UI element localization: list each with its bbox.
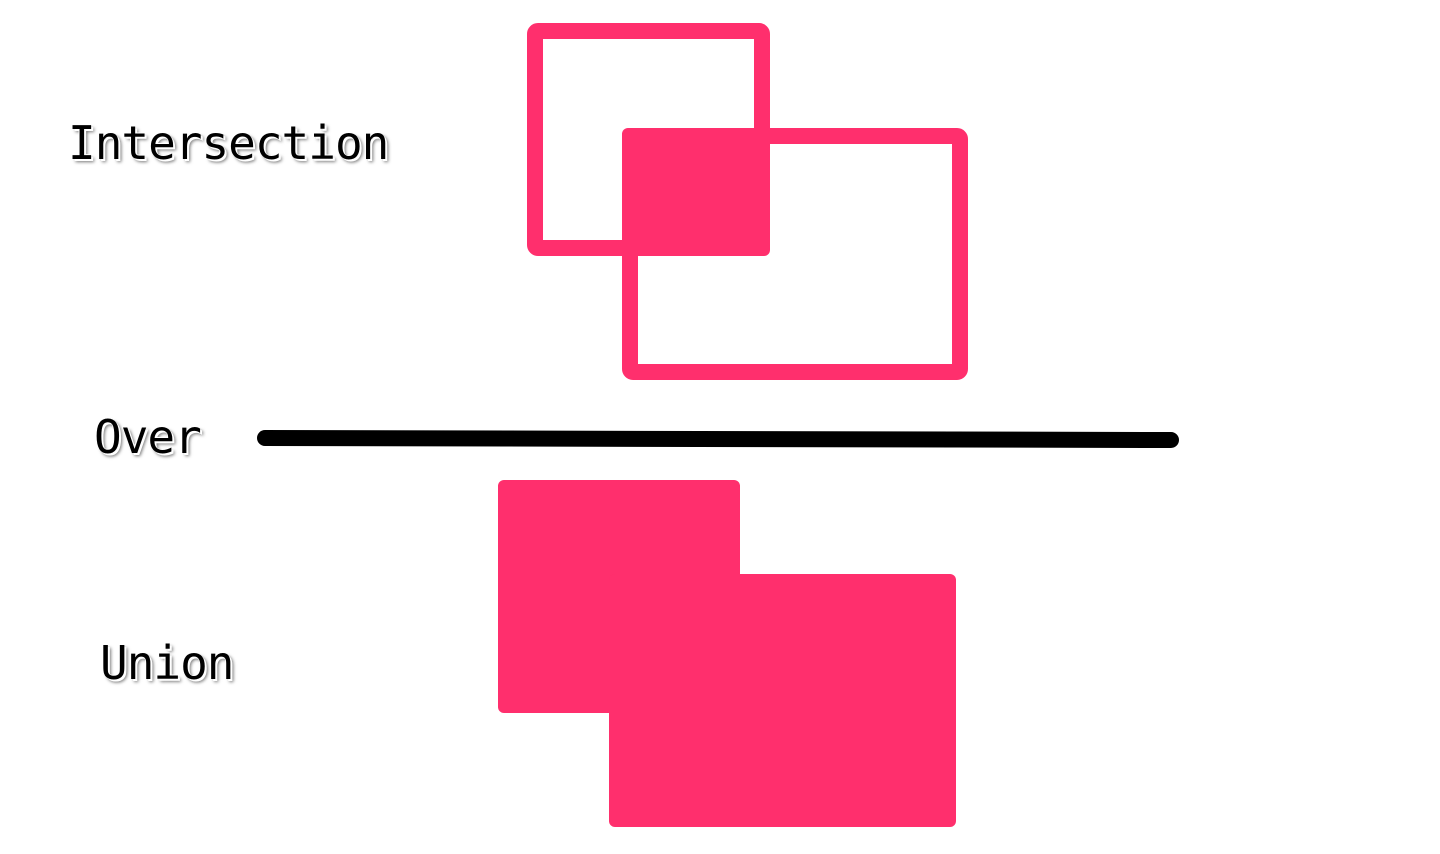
- union-label: Union: [100, 636, 234, 690]
- intersection-label: Intersection: [68, 116, 389, 170]
- intersection-rect-outline: [622, 128, 968, 380]
- over-label: Over: [94, 410, 202, 464]
- union-rect: [609, 574, 956, 827]
- intersection-overlap: [622, 128, 770, 256]
- union-group: [498, 480, 956, 827]
- over-divider-line: [257, 430, 1179, 448]
- intersection-group: [527, 23, 968, 380]
